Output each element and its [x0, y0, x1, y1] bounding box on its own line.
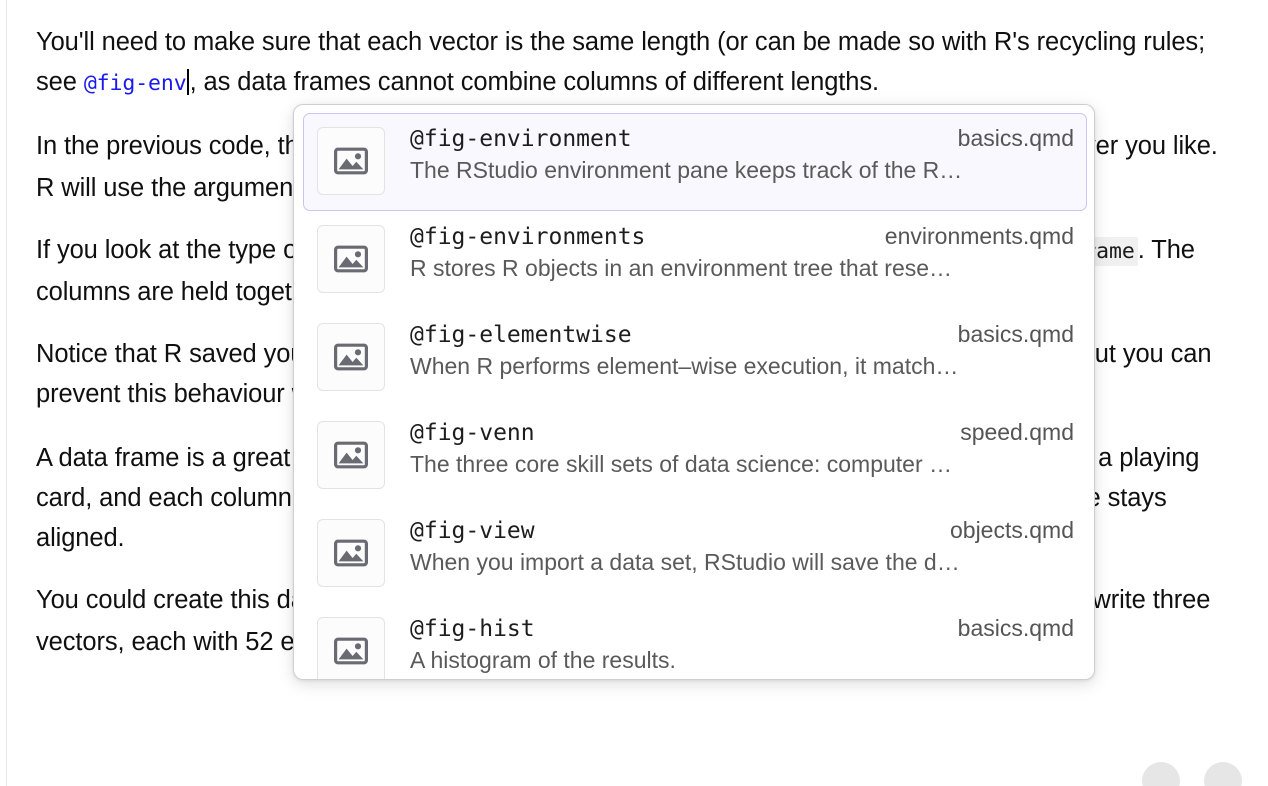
autocomplete-item-description: When you import a data set, RStudio will… — [410, 549, 960, 575]
cross-reference-token: @fig-env — [83, 71, 187, 96]
autocomplete-item-id: @fig-environment — [410, 126, 632, 152]
text-cursor — [186, 69, 189, 95]
autocomplete-item-file: basics.qmd — [957, 125, 1074, 151]
autocomplete-item-header: @fig-elementwise basics.qmd — [410, 321, 1074, 348]
image-placeholder-icon — [317, 617, 385, 679]
autocomplete-item-id: @fig-environments — [410, 224, 646, 250]
paragraph: You'll need to make sure that each vecto… — [36, 22, 1234, 104]
autocomplete-item-file: objects.qmd — [949, 517, 1074, 543]
autocomplete-item-header: @fig-hist basics.qmd — [410, 615, 1074, 642]
autocomplete-item-description: When R performs element–wise execution, … — [410, 353, 959, 379]
autocomplete-item-header: @fig-view objects.qmd — [410, 517, 1074, 544]
floating-action-button-1[interactable] — [1142, 762, 1180, 786]
autocomplete-item-description: A histogram of the results. — [410, 647, 676, 673]
image-placeholder-icon — [317, 127, 385, 195]
autocomplete-item-id: @fig-elementwise — [410, 322, 632, 348]
autocomplete-item-file: environments.qmd — [884, 223, 1074, 249]
autocomplete-item-description: The three core skill sets of data scienc… — [410, 451, 953, 477]
autocomplete-item-header: @fig-environment basics.qmd — [410, 125, 1074, 152]
autocomplete-item-header: @fig-environments environments.qmd — [410, 223, 1074, 250]
panel-divider — [6, 0, 7, 786]
autocomplete-item-file: speed.qmd — [960, 419, 1074, 445]
image-placeholder-icon — [317, 225, 385, 293]
autocomplete-item-id: @fig-hist — [410, 616, 535, 642]
image-placeholder-icon — [317, 323, 385, 391]
text-run: You'll need to make sure that each vecto… — [36, 28, 1206, 96]
autocomplete-item-body: @fig-environments environments.qmd R store… — [410, 222, 1074, 282]
autocomplete-item-id: @fig-view — [410, 518, 535, 544]
image-placeholder-icon — [317, 519, 385, 587]
floating-action-button-2[interactable] — [1204, 762, 1242, 786]
autocomplete-item-description: The RStudio environment pane keeps track… — [410, 157, 963, 183]
image-placeholder-icon — [317, 421, 385, 489]
autocomplete-item-id: @fig-venn — [410, 420, 535, 446]
autocomplete-item[interactable]: @fig-environments environments.qmd R store… — [303, 211, 1087, 309]
autocomplete-item-description: R stores R objects in an environment tre… — [410, 255, 953, 281]
autocomplete-item-file: basics.qmd — [957, 615, 1074, 641]
autocomplete-item[interactable]: @fig-hist basics.qmd A histogram of the re… — [303, 603, 1087, 679]
autocomplete-item-file: basics.qmd — [957, 321, 1074, 347]
autocomplete-item-body: @fig-hist basics.qmd A histogram of the re… — [410, 614, 1074, 674]
text-run: , as data frames cannot combine columns … — [189, 68, 880, 96]
autocomplete-item-header: @fig-venn speed.qmd — [410, 419, 1074, 446]
